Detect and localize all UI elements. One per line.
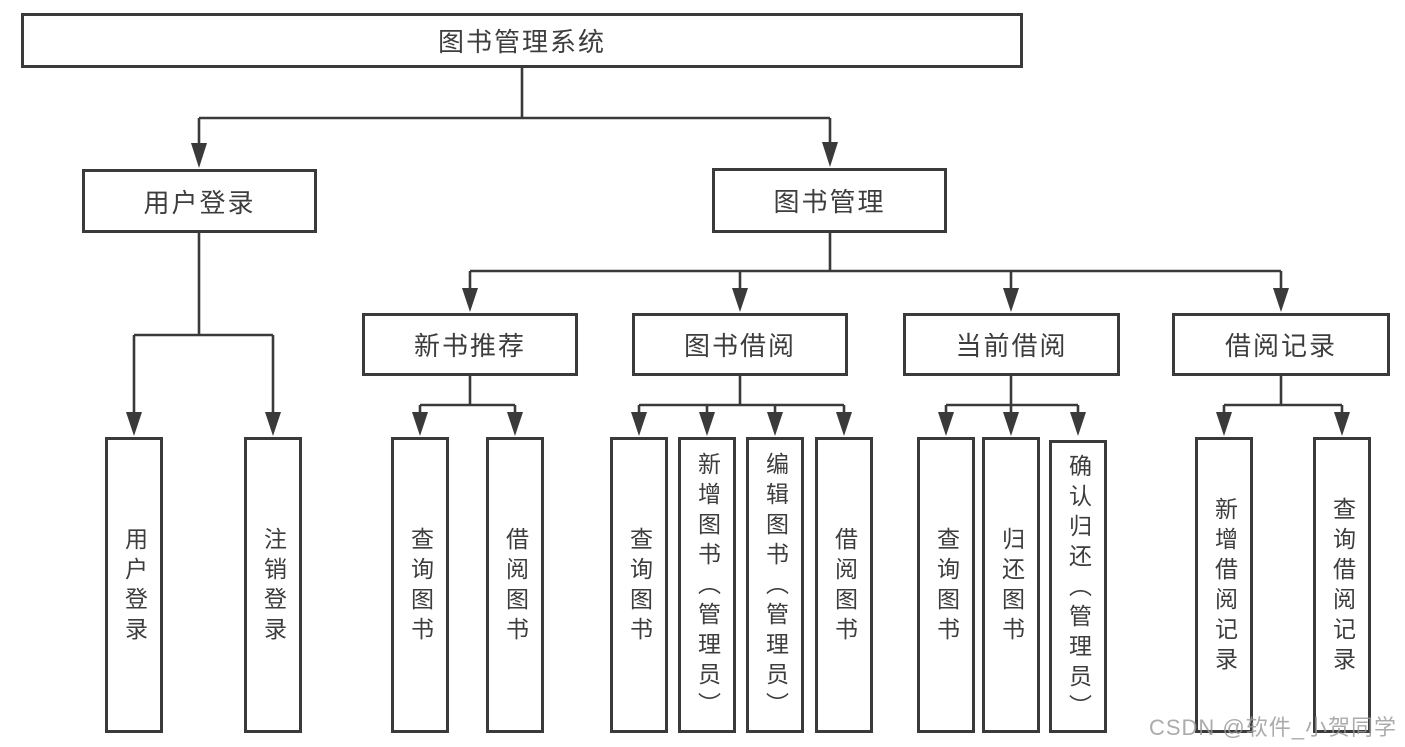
node-book-management: 图书管理 bbox=[712, 168, 947, 233]
node-book-borrow: 图书借阅 bbox=[632, 313, 848, 376]
node-new-book-recommend: 新书推荐 bbox=[362, 313, 578, 376]
leaf-nbr-query-book: 查询图书 bbox=[391, 437, 449, 733]
leaf-cb-confirm-return: 确认归还（管理员） bbox=[1049, 440, 1107, 733]
leaf-logout: 注销登录 bbox=[244, 437, 302, 733]
leaf-nbr-borrow-book: 借阅图书 bbox=[486, 437, 544, 733]
leaf-br-query-record: 查询借阅记录 bbox=[1313, 437, 1371, 733]
leaf-bb-add-book: 新增图书（管理员） bbox=[678, 437, 736, 733]
node-borrow-records: 借阅记录 bbox=[1172, 313, 1390, 376]
arrowheads bbox=[126, 142, 1350, 436]
leaf-br-add-record: 新增借阅记录 bbox=[1195, 437, 1253, 733]
leaf-bb-edit-book: 编辑图书（管理员） bbox=[746, 437, 804, 733]
leaf-cb-query-book: 查询图书 bbox=[917, 437, 975, 733]
node-user-login: 用户登录 bbox=[82, 169, 317, 233]
csdn-watermark: CSDN @软件_小贺同学 bbox=[1148, 715, 1397, 740]
leaf-bb-query-book: 查询图书 bbox=[610, 437, 668, 733]
leaf-bb-borrow-book: 借阅图书 bbox=[815, 437, 873, 733]
leaf-cb-return-book: 归还图书 bbox=[982, 437, 1040, 733]
node-current-borrow: 当前借阅 bbox=[903, 313, 1120, 376]
leaf-user-login: 用户登录 bbox=[105, 437, 163, 733]
node-root: 图书管理系统 bbox=[21, 13, 1023, 68]
